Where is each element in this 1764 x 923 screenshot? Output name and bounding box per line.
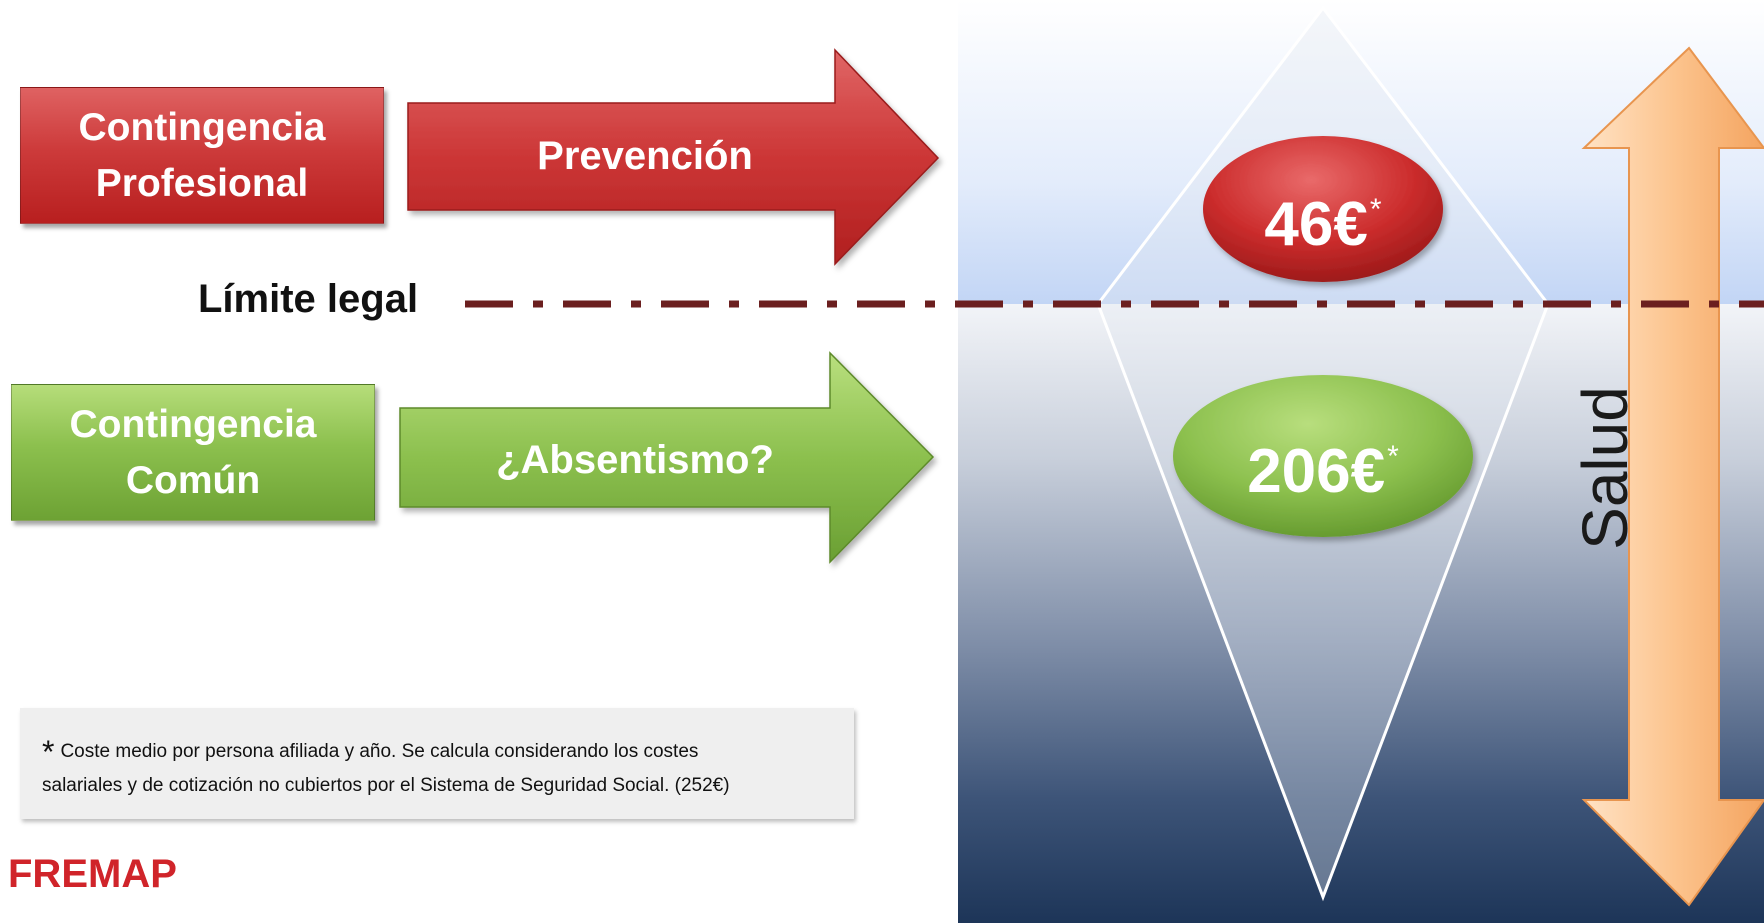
common-contingency-box: Contingencia Común bbox=[11, 384, 375, 521]
prevention-label: Prevención bbox=[537, 134, 753, 178]
professional-cost-ellipse bbox=[1203, 136, 1443, 282]
professional-cost-amount: 46€ bbox=[1264, 190, 1368, 259]
absenteeism-arrow bbox=[399, 351, 935, 564]
common-contingency-label: Contingencia Común bbox=[69, 402, 317, 502]
common-cost: 206€* bbox=[1173, 422, 1473, 507]
common-cost-ellipse bbox=[1173, 375, 1473, 537]
professional-contingency-label: Contingencia Profesional bbox=[78, 105, 326, 205]
footnote-text-2: salariales y de cotización no cubiertos … bbox=[42, 775, 730, 796]
health-arrow bbox=[1581, 46, 1764, 907]
health-label: Salud bbox=[1569, 386, 1641, 550]
absenteeism-label: ¿Absentismo? bbox=[496, 438, 774, 482]
professional-contingency-box: Contingencia Profesional bbox=[20, 87, 384, 224]
footnote-text-1: Coste medio por persona afiliada y año. … bbox=[60, 741, 699, 762]
prevention-arrow bbox=[407, 48, 940, 266]
common-cost-amount: 206€ bbox=[1247, 437, 1386, 506]
legal-limit-label: Límite legal bbox=[198, 277, 419, 321]
footnote-mark: * bbox=[42, 734, 55, 770]
professional-cost-mark: * bbox=[1369, 193, 1382, 226]
footnote-box: *Coste medio por persona afiliada y año.… bbox=[20, 708, 854, 819]
fremap-logo: FREMAP bbox=[8, 852, 177, 896]
footnote-line-1: *Coste medio por persona afiliada y año.… bbox=[42, 735, 854, 769]
common-cost-mark: * bbox=[1387, 440, 1399, 473]
professional-cost: 46€* bbox=[1203, 175, 1443, 260]
